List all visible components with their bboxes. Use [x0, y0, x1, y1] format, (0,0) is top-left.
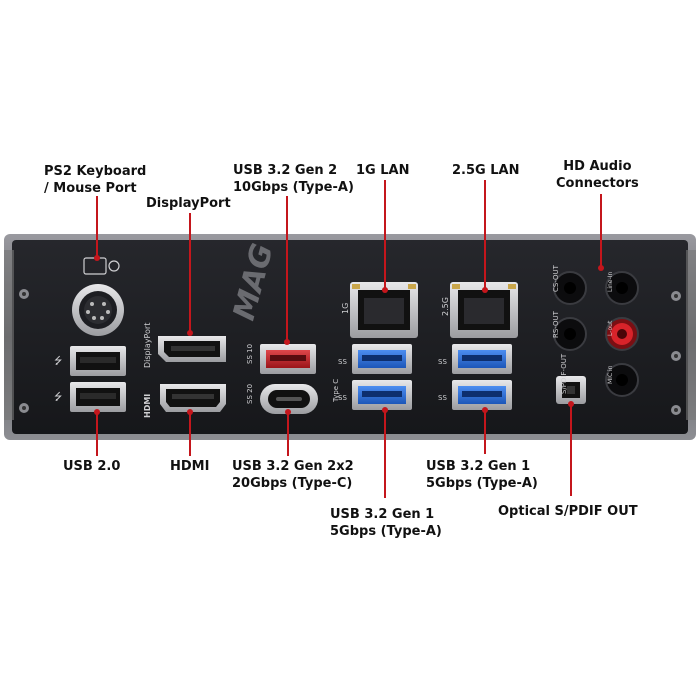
- label-usb20-text: USB 2.0: [63, 459, 121, 474]
- leader-hd-audio: [598, 194, 604, 271]
- label-usb-gen1-a: USB 3.2 Gen 1 5Gbps (Type-A): [426, 458, 538, 492]
- label-usb-gen2-line2: 10Gbps (Type-A): [233, 180, 354, 195]
- plate-ss10-text: SS 10: [246, 344, 254, 364]
- label-displayport-text: DisplayPort: [146, 196, 231, 211]
- label-type-c: USB 3.2 Gen 2x2 20Gbps (Type-C): [232, 458, 354, 492]
- plate-displayport-text: DisplayPort: [143, 323, 152, 368]
- plate-cs-out-text: CS-OUT: [552, 264, 560, 292]
- usb-trident-icon: ⭍: [54, 391, 62, 403]
- plate-line-in-text: Line-In: [607, 272, 614, 292]
- label-ps2-line2: / Mouse Port: [44, 181, 137, 196]
- usb-gen2-red-port: SS 10: [246, 344, 316, 374]
- label-lan-25g-text: 2.5G LAN: [452, 163, 520, 178]
- usb-gen1-blue-ports: SS SS SS SS: [338, 344, 512, 410]
- leader-hdmi: [187, 409, 193, 456]
- label-hd-audio: HD Audio Connectors: [556, 158, 639, 192]
- optical-spdif-port: S/PDIF-OUT: [556, 353, 586, 404]
- label-lan-25g: 2.5G LAN: [452, 162, 519, 179]
- label-usb-gen1-a-line1: USB 3.2 Gen 1: [426, 459, 531, 474]
- leader-usb-gen2: [284, 196, 290, 345]
- label-usb-gen1-a-line2: 5Gbps (Type-A): [426, 476, 538, 491]
- leader-usb-gen1-b: [382, 407, 388, 498]
- leader-type-c: [285, 409, 291, 456]
- label-usb-gen1-b: USB 3.2 Gen 1 5Gbps (Type-A): [330, 506, 442, 540]
- label-hdmi: HDMI: [170, 458, 209, 475]
- label-type-c-line1: USB 3.2 Gen 2x2: [232, 459, 354, 474]
- label-type-c-line2: 20Gbps (Type-C): [232, 476, 353, 491]
- plate-ss-text: SS: [338, 358, 347, 366]
- label-ps2: PS2 Keyboard / Mouse Port: [44, 163, 146, 197]
- plate-25g-text: 2.5G: [441, 297, 450, 316]
- plate-1g-text: 1G: [341, 303, 350, 314]
- leader-optical: [568, 401, 574, 496]
- displayport-connector: [158, 336, 226, 362]
- leader-lan-25g: [482, 180, 488, 293]
- label-usb20: USB 2.0: [63, 458, 120, 475]
- ps2-port: [72, 257, 124, 336]
- usb-type-c-port: SS 20 Type C: [246, 379, 340, 414]
- label-displayport: DisplayPort: [146, 195, 231, 212]
- plate-mic-in-text: MIC in: [607, 365, 614, 384]
- label-optical-text: Optical S/PDIF OUT: [498, 504, 638, 519]
- label-lan-1g: 1G LAN: [356, 162, 409, 179]
- label-optical: Optical S/PDIF OUT: [498, 503, 638, 520]
- plate-spdif-text: S/PDIF-OUT: [560, 353, 568, 394]
- plate-ss-text: SS: [438, 394, 447, 402]
- plate-ss20-text: SS 20: [246, 384, 254, 404]
- leader-usb20: [94, 409, 100, 456]
- lan-1g-port: 1G: [341, 282, 418, 338]
- lan-25g-port: 2.5G: [441, 282, 518, 338]
- leader-usb-gen1-a: [482, 407, 488, 454]
- plate-type-c-text: Type C: [332, 379, 340, 403]
- label-usb-gen2: USB 3.2 Gen 2 10Gbps (Type-A): [233, 162, 354, 196]
- label-usb-gen1-b-line2: 5Gbps (Type-A): [330, 524, 442, 539]
- plate-rs-out-text: RS-OUT: [552, 310, 560, 338]
- label-hd-audio-line1: HD Audio: [563, 159, 632, 174]
- plate-hdmi-text: HDMI: [143, 394, 152, 418]
- label-hdmi-text: HDMI: [170, 459, 210, 474]
- label-hd-audio-line2: Connectors: [556, 176, 639, 191]
- usb-trident-icon: ⭍: [54, 355, 62, 367]
- audio-jacks: CS-OUT RS-OUT Line-In L-out MIC in: [552, 264, 639, 397]
- leader-lan-1g: [382, 180, 388, 293]
- label-usb-gen1-b-line1: USB 3.2 Gen 1: [330, 507, 435, 522]
- plate-ss-text: SS: [338, 394, 347, 402]
- label-ps2-line1: PS2 Keyboard: [44, 164, 147, 179]
- plate-ss-text: SS: [438, 358, 447, 366]
- label-usb-gen2-line1: USB 3.2 Gen 2: [233, 163, 338, 178]
- label-lan-1g-text: 1G LAN: [356, 163, 410, 178]
- plate-line-out-text: L-out: [607, 320, 614, 336]
- hdmi-connector: [160, 384, 226, 412]
- leader-displayport: [187, 213, 193, 336]
- leader-ps2: [94, 196, 100, 261]
- usb20-ports: ⭍ ⭍: [54, 346, 126, 412]
